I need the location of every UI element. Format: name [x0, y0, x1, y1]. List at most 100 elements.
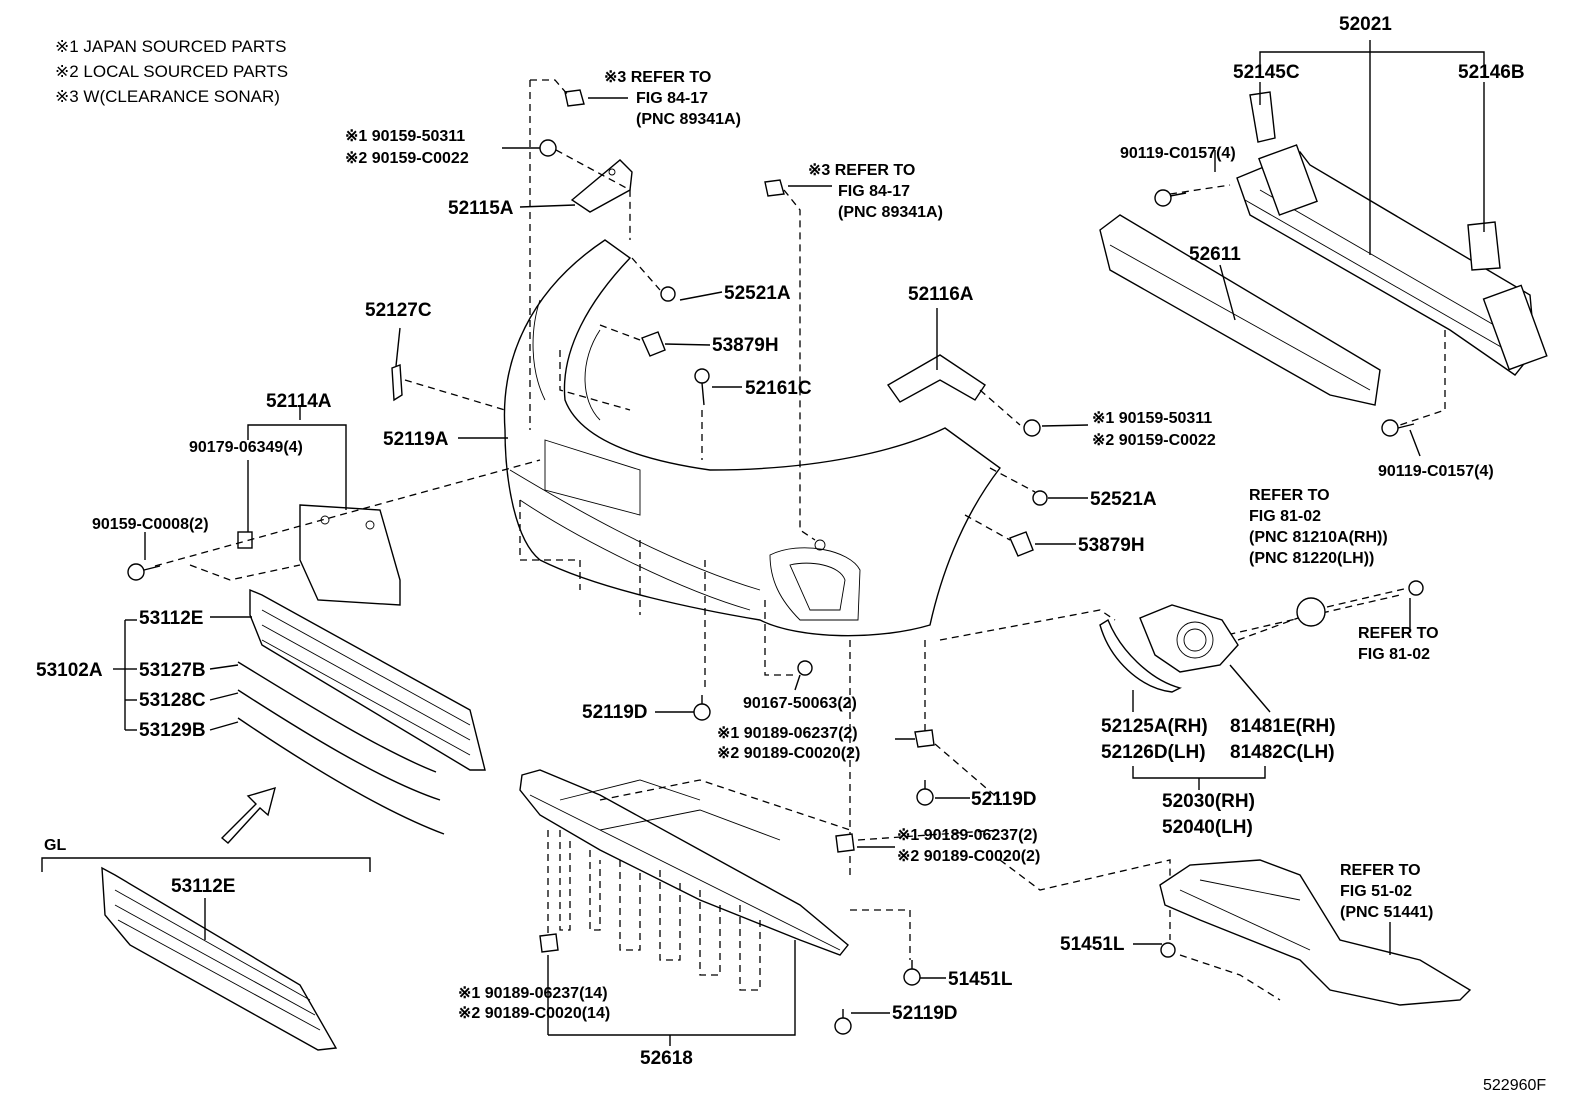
label-fog-ref-d: (PNC 81220(LH)) [1249, 550, 1374, 567]
label-fog-ref-c: (PNC 81210A(RH)) [1249, 529, 1388, 546]
clip-90189-1 [914, 729, 935, 748]
clip-53879H-top [641, 331, 666, 357]
label-52116A: 52116A [908, 284, 974, 305]
label-53127B: 53127B [139, 660, 206, 681]
label-53112E-top: 53112E [139, 608, 203, 629]
label-fog-ref2-b: FIG 81-02 [1358, 646, 1430, 663]
label-53112E-gl: 53112E [171, 876, 235, 897]
label-52521A-bottom: 52521A [1090, 489, 1157, 510]
label-52125A: 52125A(RH) [1101, 716, 1208, 737]
label-fog-ref2-a: REFER TO [1358, 625, 1439, 642]
label-52127C: 52127C [365, 300, 432, 321]
bolt-52119D-1 [693, 695, 711, 721]
label-fog-ref-b: FIG 81-02 [1249, 508, 1321, 525]
label-c2-b: ※2 90189-C0020(2) [897, 848, 1040, 865]
label-52119A: 52119A [383, 429, 449, 450]
label-81481E: 81481E(RH) [1230, 716, 1336, 737]
screw-90159-C0008 [127, 563, 161, 581]
label-90167: 90167-50063(2) [743, 695, 857, 712]
label-j2-b: ※2 90159-C0022 [1092, 432, 1216, 449]
label-90159-C0008: 90159-C0008(2) [92, 516, 209, 533]
screw-90159-left [539, 139, 557, 157]
label-81482C: 81482C(LH) [1230, 742, 1335, 763]
label-gl: GL [44, 837, 66, 854]
grille-53112E [249, 588, 486, 771]
molding-53127B [237, 661, 437, 773]
legend: ※1 JAPAN SOURCED PARTS ※2 LOCAL SOURCED … [55, 34, 288, 109]
label-52611: 52611 [1189, 244, 1241, 265]
screw-90159-right [1023, 419, 1041, 437]
label-52145C: 52145C [1233, 62, 1300, 83]
clip-53879H-bottom [1009, 531, 1034, 557]
label-52040: 52040(LH) [1162, 817, 1253, 838]
nut-52521A-top [660, 286, 676, 302]
bolt-90119-bottom [1381, 419, 1415, 437]
legend-note-3: ※3 W(CLEARANCE SONAR) [55, 87, 280, 106]
label-52161C: 52161C [745, 378, 812, 399]
label-52521A-top: 52521A [724, 283, 791, 304]
label-ref3-c: (PNC 51441) [1340, 904, 1433, 921]
label-ref1-a: ※3 REFER TO [604, 69, 711, 86]
label-ref3-b: FIG 51-02 [1340, 883, 1412, 900]
fog-cover-81481E [1139, 604, 1239, 673]
bumper-reinforcement [1236, 144, 1548, 376]
bolt-51451L-1 [903, 960, 921, 986]
label-53879H-bottom: 53879H [1078, 535, 1145, 556]
label-52146B: 52146B [1458, 62, 1525, 83]
engine-under-cover [1159, 859, 1472, 1006]
bumper-cover-52119A [503, 239, 1001, 637]
label-j1-a: ※1 90159-50311 [345, 128, 465, 145]
label-52119D-1: 52119D [582, 702, 648, 723]
label-90119-top: 90119-C0157(4) [1120, 145, 1236, 162]
bulb-socket [1408, 580, 1424, 596]
bracket-52145C [1249, 91, 1276, 143]
label-52021: 52021 [1339, 14, 1392, 35]
bracket-52127C [391, 364, 403, 402]
molding-53129B [237, 717, 445, 835]
bolt-51451L-2 [1160, 942, 1176, 958]
bracket-52146B [1467, 221, 1501, 271]
label-ref2-c: (PNC 89341A) [838, 204, 943, 221]
label-c1-b: ※2 90189-C0020(2) [717, 745, 860, 762]
label-c1-a: ※1 90189-06237(2) [717, 725, 858, 742]
sensor-retainer-top [564, 89, 585, 107]
label-c2-a: ※1 90189-06237(2) [897, 827, 1038, 844]
label-ref2-b: FIG 84-17 [838, 183, 910, 200]
label-52618: 52618 [640, 1048, 693, 1069]
nut-90179 [237, 531, 253, 549]
clip-90189-14 [539, 933, 559, 953]
bracket-52115A [570, 159, 633, 213]
label-90179: 90179-06349(4) [189, 439, 303, 456]
bolt-52119D-2 [916, 780, 934, 806]
label-52119D-2: 52119D [971, 789, 1037, 810]
label-90119-bottom: 90119-C0157(4) [1378, 463, 1494, 480]
legend-note-1: ※1 JAPAN SOURCED PARTS [55, 37, 287, 56]
label-c3-a: ※1 90189-06237(14) [458, 985, 608, 1002]
figure-code: 522960F [1483, 1077, 1546, 1094]
arrow-icon [220, 786, 276, 844]
molding-52125A [1099, 618, 1182, 693]
label-53102A: 53102A [36, 660, 103, 681]
label-j2-a: ※1 90159-50311 [1092, 410, 1212, 427]
label-52030: 52030(RH) [1162, 791, 1255, 812]
screw-90167 [797, 660, 813, 676]
bolt-52119D-3 [834, 1009, 852, 1035]
grille-gl-53112E [101, 866, 338, 1051]
label-ref1-b: FIG 84-17 [636, 90, 708, 107]
label-51451L-2: 51451L [1060, 934, 1125, 955]
label-ref3-a: REFER TO [1340, 862, 1421, 879]
label-53128C: 53128C [139, 690, 206, 711]
label-52126D: 52126D(LH) [1101, 742, 1206, 763]
bracket-52116A [886, 354, 986, 403]
label-51451L-1: 51451L [948, 969, 1013, 990]
bolt-90119-top [1154, 189, 1187, 207]
label-c3-b: ※2 90189-C0020(14) [458, 1005, 610, 1022]
label-53879H-top: 53879H [712, 335, 779, 356]
label-fog-ref-a: REFER TO [1249, 487, 1330, 504]
under-cover-52618 [519, 769, 849, 956]
fog-lamp [1296, 597, 1326, 627]
label-52119D-3: 52119D [892, 1003, 958, 1024]
molding-53128C [237, 689, 441, 801]
label-j1-b: ※2 90159-C0022 [345, 150, 469, 167]
